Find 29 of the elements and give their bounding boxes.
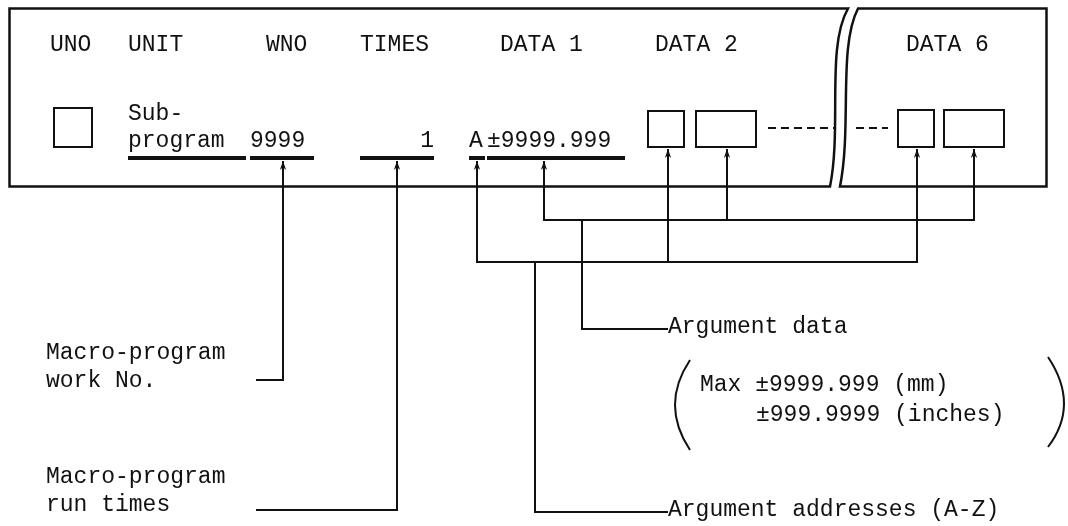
field-value: Sub- program: [128, 96, 246, 160]
column-header: WNO: [266, 32, 308, 60]
callout-text: Macro-program run times: [46, 464, 256, 524]
field-value: 9999: [250, 127, 314, 160]
callout-text: Argument data: [668, 314, 908, 344]
field-value: 1: [360, 127, 434, 160]
input-box: [695, 110, 757, 148]
column-header: DATA 1: [500, 32, 583, 60]
column-header: TIMES: [360, 32, 429, 60]
input-box: [897, 109, 935, 148]
leader-arrow: [534, 148, 921, 513]
range-note: ±999.9999 (inches): [756, 402, 1005, 430]
leader-arrow: [255, 160, 287, 381]
callout-text: Macro-program work No.: [46, 340, 256, 400]
form-panel: [838, 7, 1048, 188]
column-header: DATA 2: [655, 32, 738, 60]
form-panel: [8, 7, 850, 188]
input-box: [943, 109, 1005, 148]
column-header: UNO: [50, 32, 92, 60]
leader-arrow: [581, 148, 978, 330]
leader-arrow: [255, 160, 401, 511]
field-value: ±9999.999: [487, 127, 625, 160]
column-header: DATA 6: [906, 32, 989, 60]
input-box: [53, 107, 93, 148]
field-value: A: [469, 127, 485, 160]
range-note: Max ±9999.999 (mm): [700, 372, 949, 400]
callout-text: Argument addresses (A-Z): [668, 497, 1048, 526]
column-header: UNIT: [128, 32, 184, 60]
input-box: [647, 110, 685, 148]
